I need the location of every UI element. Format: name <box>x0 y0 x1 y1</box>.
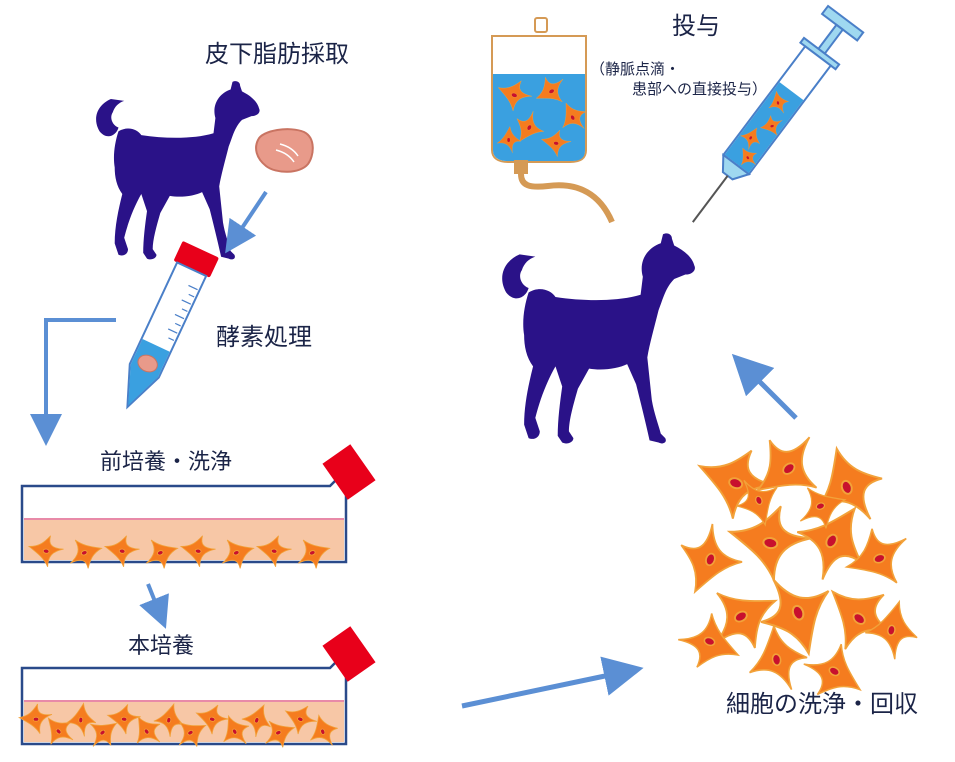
arrow-main-to-cells <box>461 656 644 709</box>
preculture-flask-icon <box>20 444 376 574</box>
cluster-cell <box>721 497 818 587</box>
cluster-cell <box>666 515 752 605</box>
wash-collect-label: 細胞の洗浄・回収 <box>726 690 918 718</box>
arrow-tube-to-preculture <box>30 318 116 446</box>
admin-routes-line2: 患部への直接投与） <box>632 80 768 98</box>
centrifuge-tube-icon <box>126 241 219 410</box>
arrow-preculture-to-main <box>139 583 169 629</box>
mainculture-flask-icon <box>18 626 376 755</box>
fat-tissue-icon <box>255 128 314 173</box>
cell-cluster-icon <box>666 418 924 713</box>
donor-dog-icon <box>96 81 260 260</box>
admin-routes-line1: （静脈点滴・ <box>590 60 681 78</box>
fat-harvest-label: 皮下脂肪採取 <box>205 40 349 68</box>
recipient-dog-icon <box>502 233 695 444</box>
mainculture-label: 本培養 <box>128 634 195 659</box>
iv-bag-icon <box>491 17 615 224</box>
enzyme-label: 酵素処理 <box>216 323 312 351</box>
syringe-icon <box>691 4 865 223</box>
arrow-fat-to-tube <box>225 190 268 254</box>
arrow-cells-to-dog <box>731 353 798 420</box>
administration-label: 投与 <box>672 12 720 40</box>
preculture-label: 前培養・洗浄 <box>100 450 233 475</box>
